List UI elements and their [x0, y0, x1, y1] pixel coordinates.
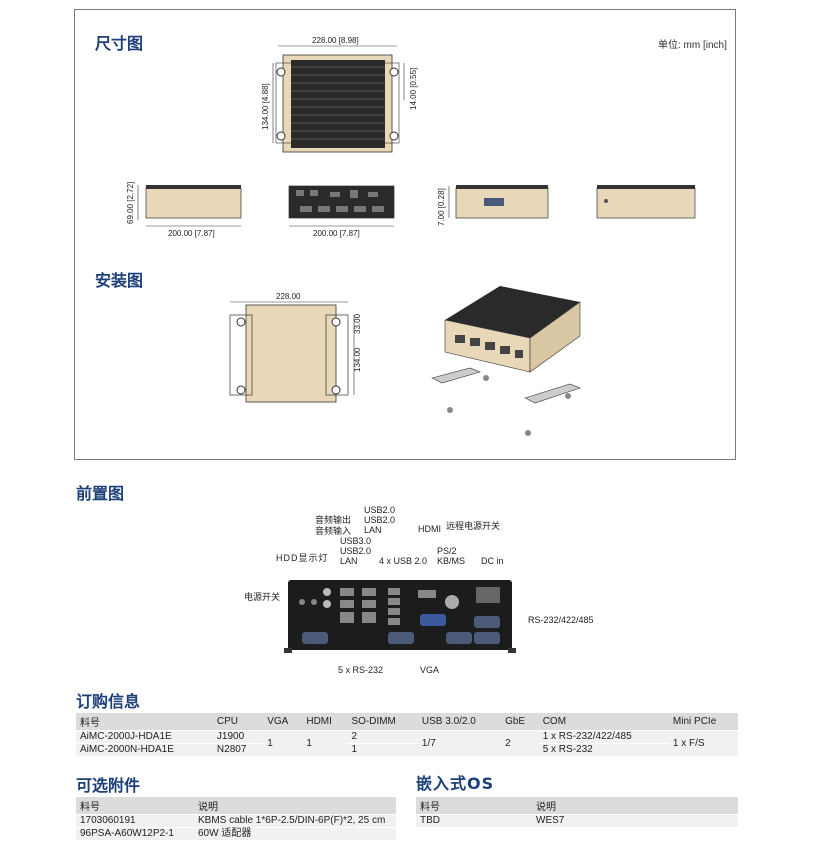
usb-lan-2-c: LAN — [364, 525, 382, 535]
audio-out-label: 音频输出 — [315, 515, 352, 525]
mount-height1-dim: 33.00 — [353, 313, 362, 334]
mounting-title: 安装图 — [95, 271, 144, 290]
rear-height-dim: 7.00 [0.28] — [437, 188, 446, 226]
rs232-485-label: RS-232/422/485 — [528, 615, 594, 625]
dimension-drawings: 228.00 [8.98] 134.00 [4.88] 14.00 [0.55]… — [126, 36, 696, 436]
col-hdmi: HDMI — [302, 713, 348, 731]
order-table: 料号 CPU VGA HDMI SO-DIMM USB 3.0/2.0 GbE … — [76, 713, 738, 757]
front-panel-drawing — [284, 580, 516, 653]
order-title: 订购信息 — [76, 692, 141, 711]
top-width-dim: 228.00 [8.98] — [312, 36, 359, 45]
col-vga: VGA — [263, 713, 303, 731]
col-minipcie: Mini PCIe — [668, 713, 738, 731]
col-sodimm: SO-DIMM — [347, 713, 418, 731]
ps2-label-b: KB/MS — [437, 556, 466, 566]
accessories-title: 可选附件 — [76, 776, 141, 795]
front-view-small — [288, 185, 395, 227]
table-row: AiMC-2000N-HDA1E N2807 1 5 x RS-232 — [76, 743, 738, 757]
side-view-right — [596, 185, 696, 219]
usb4-label: 4 x USB 2.0 — [379, 556, 428, 566]
power-switch-label: 电源开关 — [244, 592, 281, 602]
table-header-row: 料号 说明 — [76, 797, 396, 815]
usb-lan-1-b: USB2.0 — [340, 546, 372, 556]
top-height-dim: 134.00 [4.88] — [261, 83, 270, 130]
vga-label: VGA — [420, 665, 440, 675]
mounting-drawing — [229, 301, 355, 403]
unit-label: 单位: mm [inch] — [658, 40, 727, 51]
front-width-dim: 200.00 [7.87] — [313, 229, 360, 238]
col-com: COM — [538, 713, 669, 731]
hdd-led-label: HDD显示灯 — [276, 553, 329, 563]
usb-lan-1-c: LAN — [340, 556, 358, 566]
front-title: 前置图 — [76, 484, 125, 503]
dimension-drawing-frame — [74, 9, 736, 460]
usb-lan-2-b: USB2.0 — [364, 515, 396, 525]
mount-height2-dim: 134.00 — [353, 347, 362, 372]
ps2-label-a: PS/2 — [437, 546, 457, 556]
usb-lan-2-a: USB2.0 — [364, 505, 396, 515]
rear-view-small — [448, 185, 549, 219]
dc-in-label: DC in — [481, 556, 504, 566]
top-view-drawing — [272, 45, 405, 153]
col-usb: USB 3.0/2.0 — [417, 713, 502, 731]
col-gbe: GbE — [501, 713, 539, 731]
rs232x5-label: 5 x RS-232 — [338, 665, 384, 675]
side-width-dim: 200.00 [7.87] — [168, 229, 215, 238]
side-view-left — [137, 185, 242, 227]
col-cpu: CPU — [212, 713, 264, 731]
isometric-drawing — [431, 286, 581, 436]
audio-in-label: 音频输入 — [315, 526, 352, 536]
col-part: 料号 — [76, 713, 213, 731]
table-header-row: 料号 CPU VGA HDMI SO-DIMM USB 3.0/2.0 GbE … — [76, 713, 738, 731]
embedded-os-title: 嵌入式OS — [416, 774, 495, 793]
dimension-title: 尺寸图 — [95, 34, 144, 53]
table-header-row: 料号 说明 — [416, 797, 738, 815]
table-row: AiMC-2000J-HDA1E J1900 1 1 2 1/7 2 1 x R… — [76, 730, 738, 757]
usb-lan-1-a: USB3.0 — [340, 536, 372, 546]
hdmi-label: HDMI — [418, 524, 441, 534]
side-height-dim: 69.00 [2.72] — [126, 182, 135, 224]
mount-width-dim: 228.00 — [276, 292, 301, 301]
top-depth-dim: 14.00 [0.55] — [409, 68, 418, 110]
remote-power-label: 远程电源开关 — [446, 521, 501, 531]
